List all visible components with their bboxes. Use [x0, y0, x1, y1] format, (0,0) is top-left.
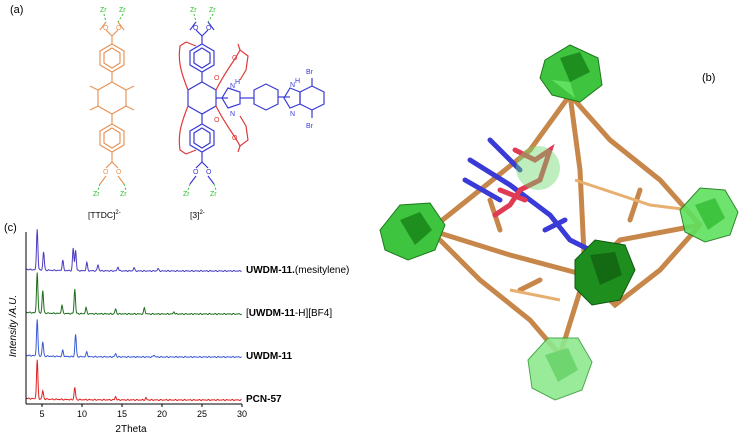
- series-label-1: [UWDM-11-H][BF4]: [246, 308, 332, 319]
- crown-o-4: O: [214, 117, 220, 124]
- ttdc-o-bottom-left: O: [103, 169, 109, 176]
- crown-ether-ring: [178, 41, 249, 155]
- zr-cluster-top: [539, 44, 603, 103]
- l3-o-top-left: O: [193, 25, 199, 32]
- chart-plot-area: [26, 229, 242, 402]
- ttdc-zr-bonds: [97, 13, 127, 191]
- ttdc-zr-top-right: Zr: [119, 7, 126, 14]
- series-line-2: [26, 319, 242, 359]
- l3-zr-top-right: Zr: [209, 7, 216, 14]
- orange-framework: [427, 92, 703, 358]
- l3-zr-bottom-right: Zr: [210, 191, 217, 198]
- pxrd-chart: 5 10 15 20 25 30 Intensity /A.U. 2Theta UWDM-…: [8, 229, 349, 435]
- red-crown-ring: [492, 143, 555, 218]
- blue-ligand: [462, 137, 603, 258]
- zr-cluster-center: [574, 239, 636, 306]
- series-line-3: [26, 359, 242, 402]
- x-tick-label: 5: [39, 409, 44, 419]
- l3-h-2: H: [295, 78, 300, 85]
- zr-clusters: [379, 44, 739, 401]
- series-labels: UWDM-11.(mesitylene) [UWDM-11-H][BF4] UWDM…: [246, 265, 349, 405]
- l3-o-bottom-right: O: [206, 169, 212, 176]
- crown-o-1: O: [232, 55, 238, 62]
- zr-cluster-left: [379, 202, 446, 261]
- ttdc-o-top-right: O: [116, 25, 122, 32]
- ttdc-zr-bottom-left: Zr: [93, 191, 100, 198]
- l3-o-top-right: O: [206, 25, 212, 32]
- crystal-structure-image: [379, 44, 739, 401]
- x-tick-label: 10: [77, 409, 87, 419]
- x-tick-label: 30: [237, 409, 247, 419]
- x-axis-label: 2Theta: [115, 424, 147, 435]
- series-label-2: UWDM-11: [246, 351, 293, 362]
- panel-b-label: (b): [702, 72, 716, 84]
- l3-h-1: H: [235, 79, 240, 86]
- l3-zr-top-left: Zr: [190, 7, 197, 14]
- zr-cluster-right: [679, 187, 739, 243]
- series-line-1: [26, 272, 242, 316]
- chart-axes: 5 10 15 20 25 30: [25, 232, 247, 419]
- ligand3-caption: [3]2-: [190, 210, 205, 220]
- ligand3-zr-bonds: [187, 13, 217, 191]
- crown-o-3: O: [214, 75, 220, 82]
- series-label-3: PCN-57: [246, 394, 282, 405]
- l3-n-2: N: [230, 111, 235, 118]
- l3-o-bottom-left: O: [193, 169, 199, 176]
- ttdc-ligand: [89, 21, 135, 185]
- l3-br-bottom: Br: [306, 123, 314, 130]
- ttdc-caption: [TTDC]2-: [88, 210, 121, 220]
- crown-o-2: O: [232, 135, 238, 142]
- ttdc-zr-labels: Zr Zr Zr Zr: [93, 7, 127, 198]
- x-tick-label: 20: [157, 409, 167, 419]
- ttdc-o-bottom-right: O: [116, 169, 122, 176]
- light-orange-framework: [509, 178, 691, 302]
- x-tick-label: 25: [197, 409, 207, 419]
- l3-n-4: N: [290, 111, 295, 118]
- series-label-0: UWDM-11.(mesitylene): [246, 265, 349, 276]
- highlight-sphere: [516, 146, 560, 190]
- series-line-0: [26, 229, 242, 273]
- panel-c-label: (c): [4, 222, 17, 234]
- crown-o-labels: O O O O: [214, 55, 238, 142]
- ttdc-o-top-left: O: [103, 25, 109, 32]
- ligand-structures-figure: O O O O Zr Zr Zr Zr [TTDC]2-: [88, 7, 325, 220]
- ttdc-zr-top-left: Zr: [100, 7, 107, 14]
- ttdc-atom-labels: O O O O: [103, 25, 122, 176]
- l3-br-top: Br: [306, 69, 314, 76]
- l3-n-1: N: [230, 83, 235, 90]
- y-axis-label: Intensity /A.U.: [8, 295, 19, 357]
- panel-a-label: (a): [10, 4, 24, 16]
- ligand3-atom-labels: O O O O N H N N H N Br Br: [193, 25, 314, 176]
- ttdc-zr-bottom-right: Zr: [120, 191, 127, 198]
- l3-n-3: N: [290, 82, 295, 89]
- x-tick-label: 15: [117, 409, 127, 419]
- zr-cluster-bottom: [527, 337, 593, 401]
- ligand-3: [187, 21, 325, 185]
- ligand3-zr-labels: Zr Zr Zr Zr: [183, 7, 217, 198]
- l3-zr-bottom-left: Zr: [183, 191, 190, 198]
